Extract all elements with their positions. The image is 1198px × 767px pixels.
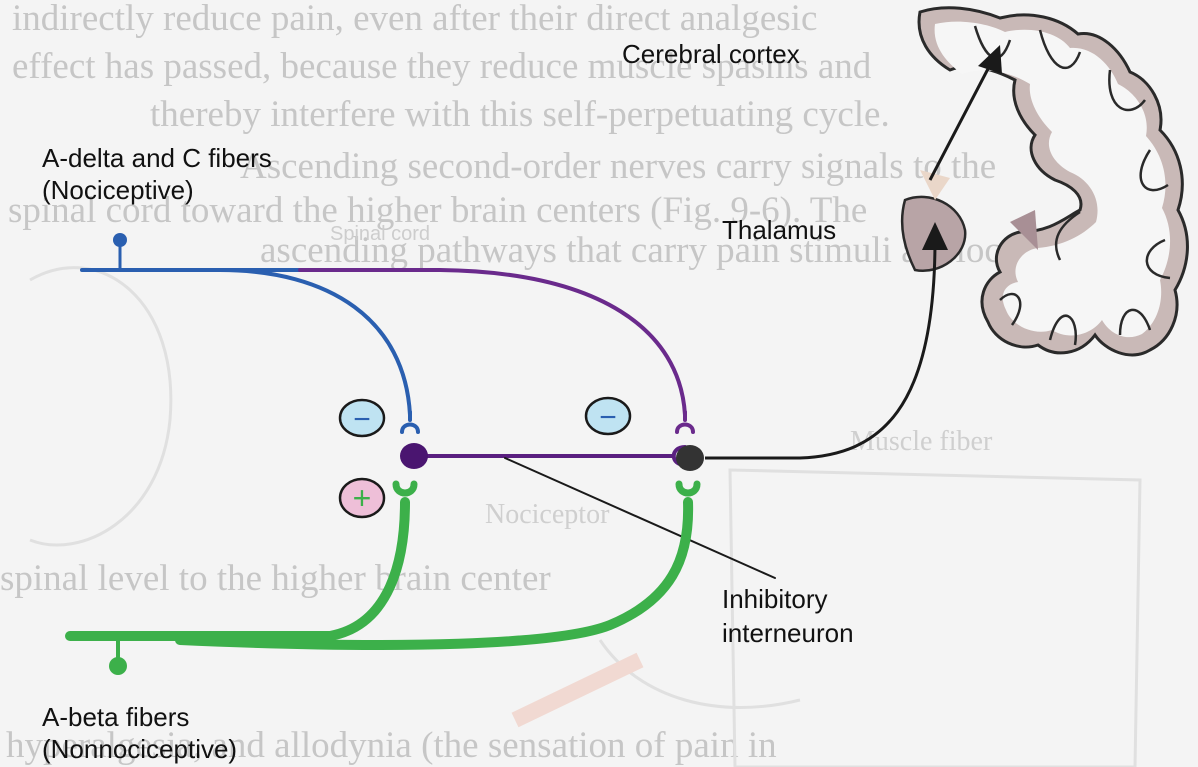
nociceptive-fibers-label: A-delta and C fibers <box>42 143 272 173</box>
nociceptive-branch-blue <box>220 270 410 415</box>
nociceptive-synapse-right <box>677 412 693 432</box>
nonnociceptive-fibers-label: A-beta fibers <box>42 702 189 732</box>
nociceptive-receptor-ending <box>113 233 127 247</box>
nonnociceptive-synapse-right <box>679 484 697 493</box>
bg-text-muscle-fiber: Muscle fiber <box>850 426 993 457</box>
inhibitory-interneuron-label: Inhibitory <box>722 584 828 614</box>
bg-text-line-3: thereby interfere with this self-perpetu… <box>150 94 890 135</box>
nociceptive-branch-purple <box>300 270 685 415</box>
minus-sign-right: − <box>599 401 617 434</box>
minus-sign-left: − <box>353 403 371 436</box>
nociceptive-fibers-sublabel: (Nociceptive) <box>42 175 194 205</box>
nonnociceptive-receptor-ending <box>109 657 127 675</box>
bg-text-line-4: Ascending second-order nerves carry sign… <box>240 146 996 187</box>
nonnociceptive-fibers-sublabel: (Nonnociceptive) <box>42 734 237 764</box>
inhibitory-interneuron-sublabel: interneuron <box>722 618 854 648</box>
interneuron-soma <box>400 443 428 469</box>
nonnociceptive-synapse-left <box>396 484 414 493</box>
nociceptive-synapse-left <box>402 412 418 432</box>
thalamus-label: Thalamus <box>722 215 836 245</box>
bg-spinal-outline <box>30 268 171 545</box>
projection-neuron-soma <box>676 445 704 471</box>
bg-text-line-1: indirectly reduce pain, even after their… <box>12 0 817 39</box>
bg-text-nociceptor: Nociceptor <box>485 499 610 530</box>
brain-illustration <box>902 8 1187 355</box>
cerebral-cortex-label: Cerebral cortex <box>622 39 800 69</box>
bg-text-spinal-cord: Spinal cord <box>330 223 430 245</box>
bg-arc <box>600 640 800 708</box>
bg-text-spinal-level: spinal level to the higher brain center <box>0 558 551 599</box>
background-text: indirectly reduce pain, even after their… <box>0 0 1063 766</box>
bg-arrow <box>515 660 640 720</box>
plus-sign-left: + <box>353 480 372 516</box>
